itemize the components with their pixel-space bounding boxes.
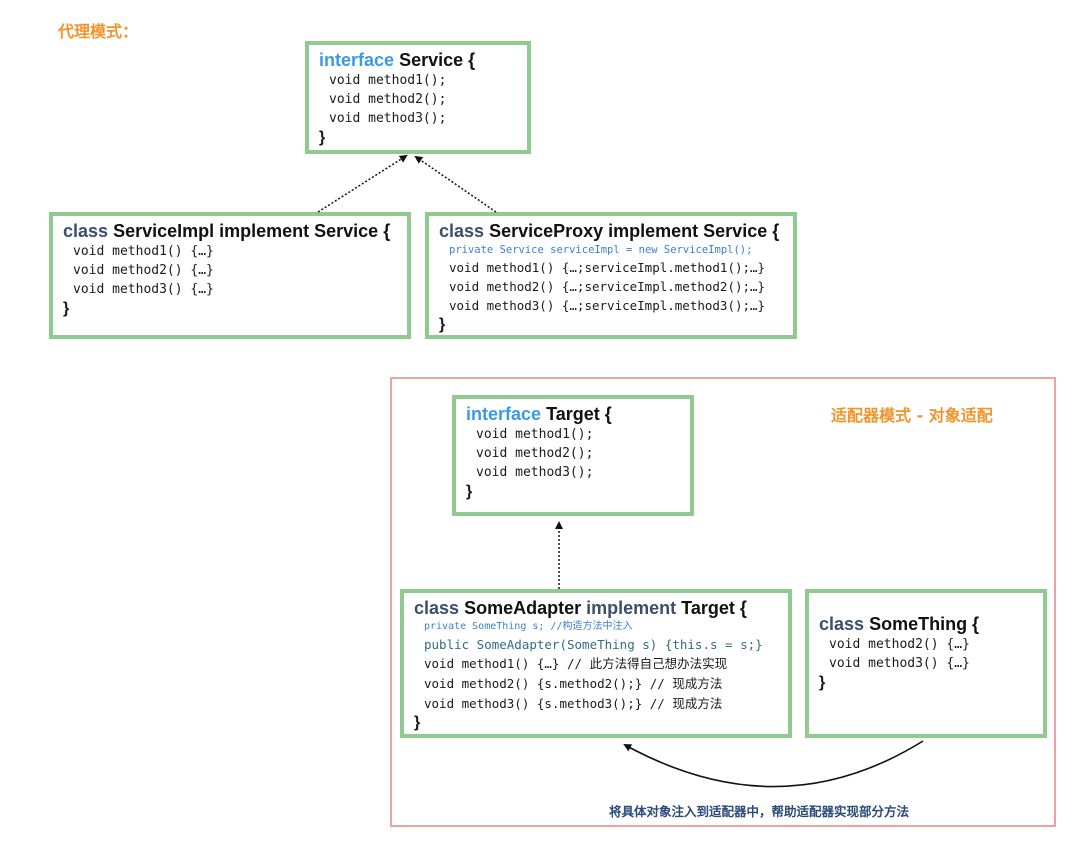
closing-brace: } [63, 300, 70, 317]
method-line: void method2() {…} [829, 637, 970, 652]
interface-keyword: interface [319, 50, 395, 70]
interface-keyword: interface [466, 404, 542, 424]
some-adapter-header: class SomeAdapter implement Target { [414, 597, 778, 619]
method-line: void method1(); [476, 427, 594, 442]
service-interface-box: interface Service { void method1(); void… [305, 41, 531, 154]
method-line: void method2() {s.method2();} // 现成方法 [424, 676, 723, 691]
method-line: void method3() {…} [829, 656, 970, 671]
field-line: private Service serviceImpl = new Servic… [449, 244, 753, 256]
class-keyword: class [819, 614, 865, 634]
method-line: void method1() {…} // 此方法得自己想办法实现 [424, 656, 728, 671]
method-line: void method3() {…;serviceImpl.method3();… [449, 298, 766, 313]
class-keyword: class [414, 598, 460, 618]
service-proxy-box: class ServiceProxy implement Service { p… [425, 212, 797, 339]
proxy-section-title: 代理模式： [58, 22, 139, 41]
method-line: void method3() {…} [73, 282, 214, 297]
some-thing-box: class SomeThing { void method2() {…} voi… [805, 589, 1047, 738]
some-thing-name: SomeThing { [869, 614, 980, 634]
service-interface-header: interface Service { [319, 49, 517, 71]
constructor-line: public SomeAdapter(SomeThing s) {this.s … [424, 637, 763, 652]
target-name: Target { [681, 598, 747, 618]
target-interface-box: interface Target { void method1(); void … [452, 395, 694, 516]
some-thing-header: class SomeThing { [819, 613, 1033, 635]
adapter-caption: 将具体对象注入到适配器中，帮助适配器实现部分方法 [609, 804, 910, 819]
some-adapter-name: SomeAdapter [464, 598, 582, 618]
adapter-section-title: 适配器模式 - 对象适配 [831, 406, 993, 425]
service-impl-header: class ServiceImpl implement Service { [63, 220, 397, 242]
method-line: void method3(); [329, 111, 447, 126]
service-proxy-name: ServiceProxy implement Service { [489, 221, 780, 241]
some-adapter-box: class SomeAdapter implement Target { pri… [400, 589, 792, 738]
method-line: void method2() {…} [73, 263, 214, 278]
field-line: private SomeThing s; //构造方法中注入 [424, 621, 633, 632]
method-line: void method3(); [476, 465, 594, 480]
closing-brace: } [319, 129, 326, 146]
proxy-to-service-arrow [414, 155, 497, 213]
implement-keyword: implement [586, 598, 677, 618]
method-line: void method1(); [329, 73, 447, 88]
service-impl-box: class ServiceImpl implement Service { vo… [49, 212, 411, 339]
impl-to-service-arrow [317, 154, 408, 213]
class-keyword: class [439, 221, 485, 241]
method-line: void method2() {…;serviceImpl.method2();… [449, 279, 766, 294]
target-interface-name: Target { [546, 404, 612, 424]
service-interface-name: Service { [399, 50, 476, 70]
closing-brace: } [819, 674, 826, 691]
method-line: void method3() {s.method3();} // 现成方法 [424, 696, 723, 711]
closing-brace: } [439, 316, 446, 333]
method-line: void method1() {…;serviceImpl.method1();… [449, 260, 766, 275]
inject-curve-arrow [623, 740, 924, 788]
closing-brace: } [414, 714, 421, 731]
method-line: void method2(); [476, 446, 594, 461]
closing-brace: } [466, 483, 473, 500]
service-impl-name: ServiceImpl implement Service { [113, 221, 391, 241]
class-keyword: class [63, 221, 109, 241]
service-proxy-header: class ServiceProxy implement Service { [439, 220, 783, 242]
method-line: void method1() {…} [73, 244, 214, 259]
target-interface-header: interface Target { [466, 403, 680, 425]
method-line: void method2(); [329, 92, 447, 107]
